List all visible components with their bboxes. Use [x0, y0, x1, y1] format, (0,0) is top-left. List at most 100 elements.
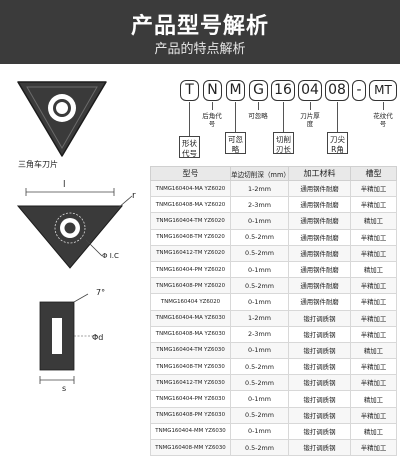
cell-material: 锻打调质钢 — [288, 390, 351, 408]
label-ignorable-1: 可忽略 — [225, 132, 246, 154]
cell-groove: 半精加工 — [350, 244, 397, 262]
connector-line — [337, 102, 338, 132]
cell-depth: 0-1mm — [230, 260, 289, 279]
cell-material: 通用钢件耐磨 — [288, 179, 351, 198]
code-dash: - — [352, 80, 366, 101]
cell-groove: 半精加工 — [350, 293, 397, 311]
cell-model: TNMG160408-MA YZ6030 — [150, 325, 231, 343]
cell-depth: 1-2mm — [230, 179, 289, 198]
cell-depth: 2-3mm — [230, 196, 289, 214]
cell-material: 锻打调质钢 — [288, 438, 351, 456]
cell-material: 锻打调质钢 — [288, 406, 351, 424]
code-chipbreaker-mt: MT — [369, 80, 397, 101]
cell-model: TNMG160404-MA YZ6030 — [150, 309, 231, 327]
cell-groove: 半精加工 — [350, 277, 397, 295]
connector-line — [212, 102, 213, 110]
cell-depth: 0.5-2mm — [230, 244, 289, 262]
cell-model: TNMG160404-MA YZ6020 — [150, 179, 231, 198]
code-number-16: 16 — [271, 80, 295, 101]
cell-material: 通用钢件耐磨 — [288, 293, 351, 311]
cell-model: TNMG160404-MM YZ6030 — [150, 422, 231, 441]
col-header-model: 型号 — [150, 166, 231, 181]
dim-label-d: Φd — [92, 333, 104, 342]
page-subtitle: 产品的特点解析 — [154, 42, 246, 57]
label-insert-thickness: 刀片厚度 — [300, 112, 320, 128]
cell-model: TNMG160404 YZ6020 — [150, 293, 231, 311]
connector-line — [258, 102, 259, 110]
cell-groove: 精加工 — [350, 422, 397, 441]
code-letter-n: N — [203, 80, 222, 101]
cell-depth: 0.5-2mm — [230, 358, 289, 376]
cell-model: TNMG160408-PM YZ6020 — [150, 277, 231, 295]
cell-material: 锻打调质钢 — [288, 309, 351, 327]
connector-line — [383, 102, 384, 110]
cell-material: 通用钢件耐磨 — [288, 212, 351, 230]
col-header-groove: 槽型 — [350, 166, 397, 181]
code-number-04: 04 — [298, 80, 322, 101]
cell-depth: 1-2mm — [230, 309, 289, 327]
dim-label-ic: Φ I.C — [102, 252, 119, 260]
label-ignorable-2: 可忽略 — [248, 112, 268, 120]
cell-model: TNMG160404-PM YZ6030 — [150, 390, 231, 408]
cell-groove: 半精加工 — [350, 309, 397, 327]
insert-spec-table: 型号 单边切削深（mm） 加工材料 槽型 TNMG160404-MA YZ602… — [150, 166, 397, 456]
label-cutting-edge-length: 切削刃长 — [273, 132, 294, 154]
label-nose-radius: 刀尖R角 — [327, 132, 348, 154]
cell-model: TNMG160404-PM YZ6020 — [150, 260, 231, 279]
dim-label-r: r — [132, 191, 136, 201]
cell-depth: 0-1mm — [230, 341, 289, 360]
cell-model: TNMG160408-TM YZ6020 — [150, 228, 231, 246]
code-letter-g: G — [249, 80, 268, 101]
cell-material: 锻打调质钢 — [288, 325, 351, 343]
col-header-material: 加工材料 — [288, 166, 351, 181]
connector-line — [189, 102, 190, 136]
cell-depth: 0-1mm — [230, 422, 289, 441]
insert-caption: 三角车刀片 — [18, 160, 58, 169]
cell-groove: 精加工 — [350, 212, 397, 230]
col-header-depth: 单边切削深（mm） — [230, 166, 290, 181]
cell-groove: 半精加工 — [350, 374, 397, 392]
label-shape-code: 形状代号 — [179, 136, 200, 158]
cell-groove: 半精加工 — [350, 358, 397, 376]
cell-groove: 半精加工 — [350, 179, 397, 198]
dim-label-angle: 7° — [96, 288, 106, 297]
cell-model: TNMG160404-TM YZ6020 — [150, 212, 231, 230]
dim-label-l: l — [63, 180, 66, 190]
connector-line — [235, 102, 236, 132]
cell-model: TNMG160412-TM YZ6030 — [150, 374, 231, 392]
cell-groove: 半精加工 — [350, 196, 397, 214]
cell-depth: 0.5-2mm — [230, 228, 289, 246]
cell-model: TNMG160408-MA YZ6020 — [150, 196, 231, 214]
code-letter-m: M — [226, 80, 245, 101]
cell-depth: 0.5-2mm — [230, 406, 289, 424]
cell-groove: 半精加工 — [350, 438, 397, 456]
label-chipbreaker-code: 花纹代号 — [373, 112, 393, 128]
label-relief-angle-code: 后角代号 — [202, 112, 222, 128]
cell-groove: 精加工 — [350, 341, 397, 360]
header-banner: 产品型号解析 产品的特点解析 — [0, 0, 400, 64]
code-letter-t: T — [180, 80, 199, 101]
cell-depth: 0.5-2mm — [230, 374, 289, 392]
cell-depth: 0-1mm — [230, 390, 289, 408]
cell-groove: 精加工 — [350, 390, 397, 408]
cell-groove: 半精加工 — [350, 325, 397, 343]
cell-material: 锻打调质钢 — [288, 374, 351, 392]
cell-material: 通用钢件耐磨 — [288, 196, 351, 214]
cell-material: 通用钢件耐磨 — [288, 277, 351, 295]
connector-line — [310, 102, 311, 110]
dim-label-s: s — [62, 384, 67, 393]
